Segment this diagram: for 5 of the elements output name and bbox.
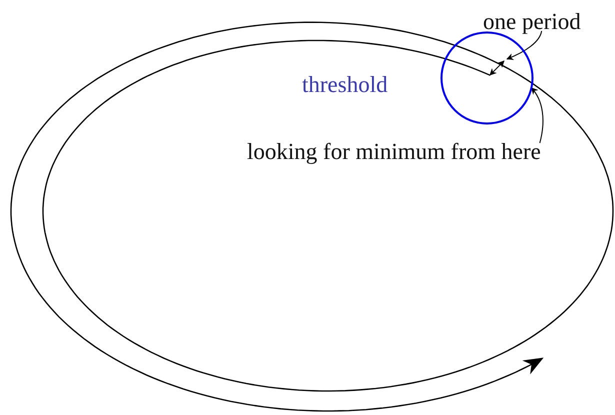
leader-line [506,30,542,60]
callout-text: one period [483,10,581,33]
threshold-label: threshold [302,73,388,96]
leader-line [530,87,544,144]
callout-text: looking for minimum from here [247,140,541,163]
